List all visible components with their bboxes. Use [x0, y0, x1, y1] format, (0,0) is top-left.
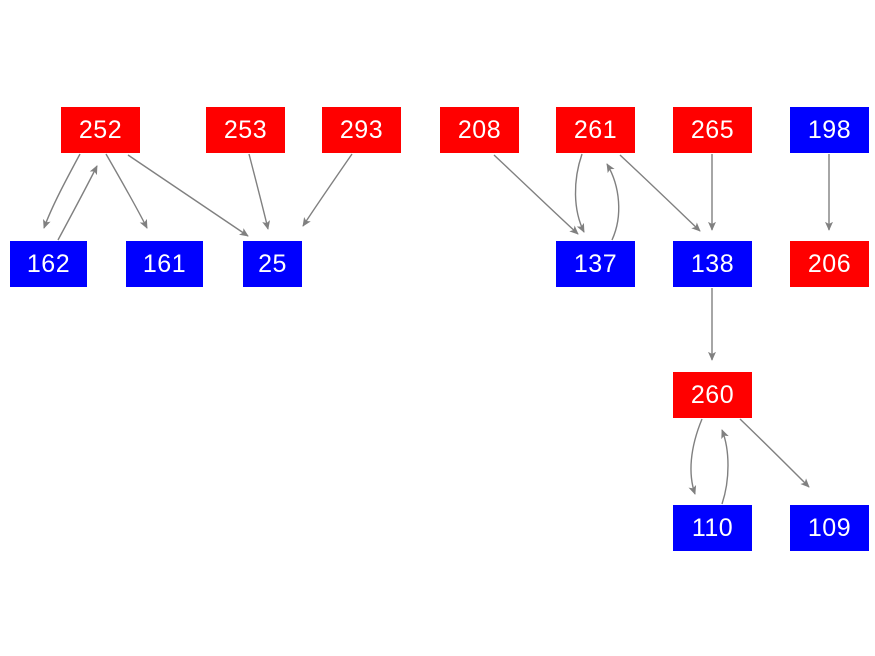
- graph-node-label: 25: [258, 249, 287, 278]
- graph-node-208[interactable]: 208: [440, 107, 519, 153]
- graph-node-253[interactable]: 253: [206, 107, 285, 153]
- graph-node-label: 161: [142, 249, 187, 278]
- graph-node-label: 109: [807, 513, 852, 542]
- graph-node-206[interactable]: 206: [790, 241, 869, 287]
- graph-node-label: 253: [223, 115, 268, 144]
- graph-node-label: 260: [690, 380, 735, 409]
- graph-node-162[interactable]: 162: [10, 241, 87, 287]
- graph-edge-261-to-137: [574, 153, 585, 233]
- graph-edge-252-to-25: [127, 154, 249, 237]
- graph-node-265[interactable]: 265: [673, 107, 752, 153]
- graph-node-137[interactable]: 137: [556, 241, 635, 287]
- graph-node-label: 208: [457, 115, 502, 144]
- graph-node-label: 138: [690, 249, 735, 278]
- graph-node-label: 265: [690, 115, 735, 144]
- graph-edge-260-to-109: [739, 418, 810, 488]
- graph-node-label: 137: [573, 249, 618, 278]
- graph-edge-252-to-161: [105, 153, 148, 229]
- graph-edge-162-to-252: [57, 165, 98, 241]
- graph-edge-252-to-162: [43, 153, 81, 229]
- graph-edge-260-to-110: [688, 418, 703, 495]
- graph-node-293[interactable]: 293: [322, 107, 401, 153]
- graph-node-161[interactable]: 161: [126, 241, 203, 287]
- graph-edge-293-to-25: [302, 153, 353, 227]
- graph-edge-137-to-261: [606, 163, 620, 241]
- graph-node-label: 261: [573, 115, 618, 144]
- graph-node-252[interactable]: 252: [61, 107, 140, 153]
- graph-node-109[interactable]: 109: [790, 505, 869, 551]
- graph-node-138[interactable]: 138: [673, 241, 752, 287]
- graph-node-label: 162: [26, 249, 71, 278]
- graph-node-110[interactable]: 110: [673, 505, 752, 551]
- graph-node-label: 293: [339, 115, 384, 144]
- graph-node-label: 206: [807, 249, 852, 278]
- graph-node-260[interactable]: 260: [673, 372, 752, 418]
- graph-node-261[interactable]: 261: [556, 107, 635, 153]
- graph-node-label: 110: [691, 513, 734, 542]
- graph-edge-253-to-25: [248, 153, 270, 230]
- graph-node-label: 252: [78, 115, 123, 144]
- graph-edge-208-to-137: [493, 154, 579, 235]
- graph-edge-110-to-260: [721, 429, 729, 505]
- graph-edge-261-to-138: [619, 154, 701, 232]
- graph-node-198[interactable]: 198: [790, 107, 869, 153]
- graph-node-25[interactable]: 25: [243, 241, 302, 287]
- graph-node-label: 198: [807, 115, 852, 144]
